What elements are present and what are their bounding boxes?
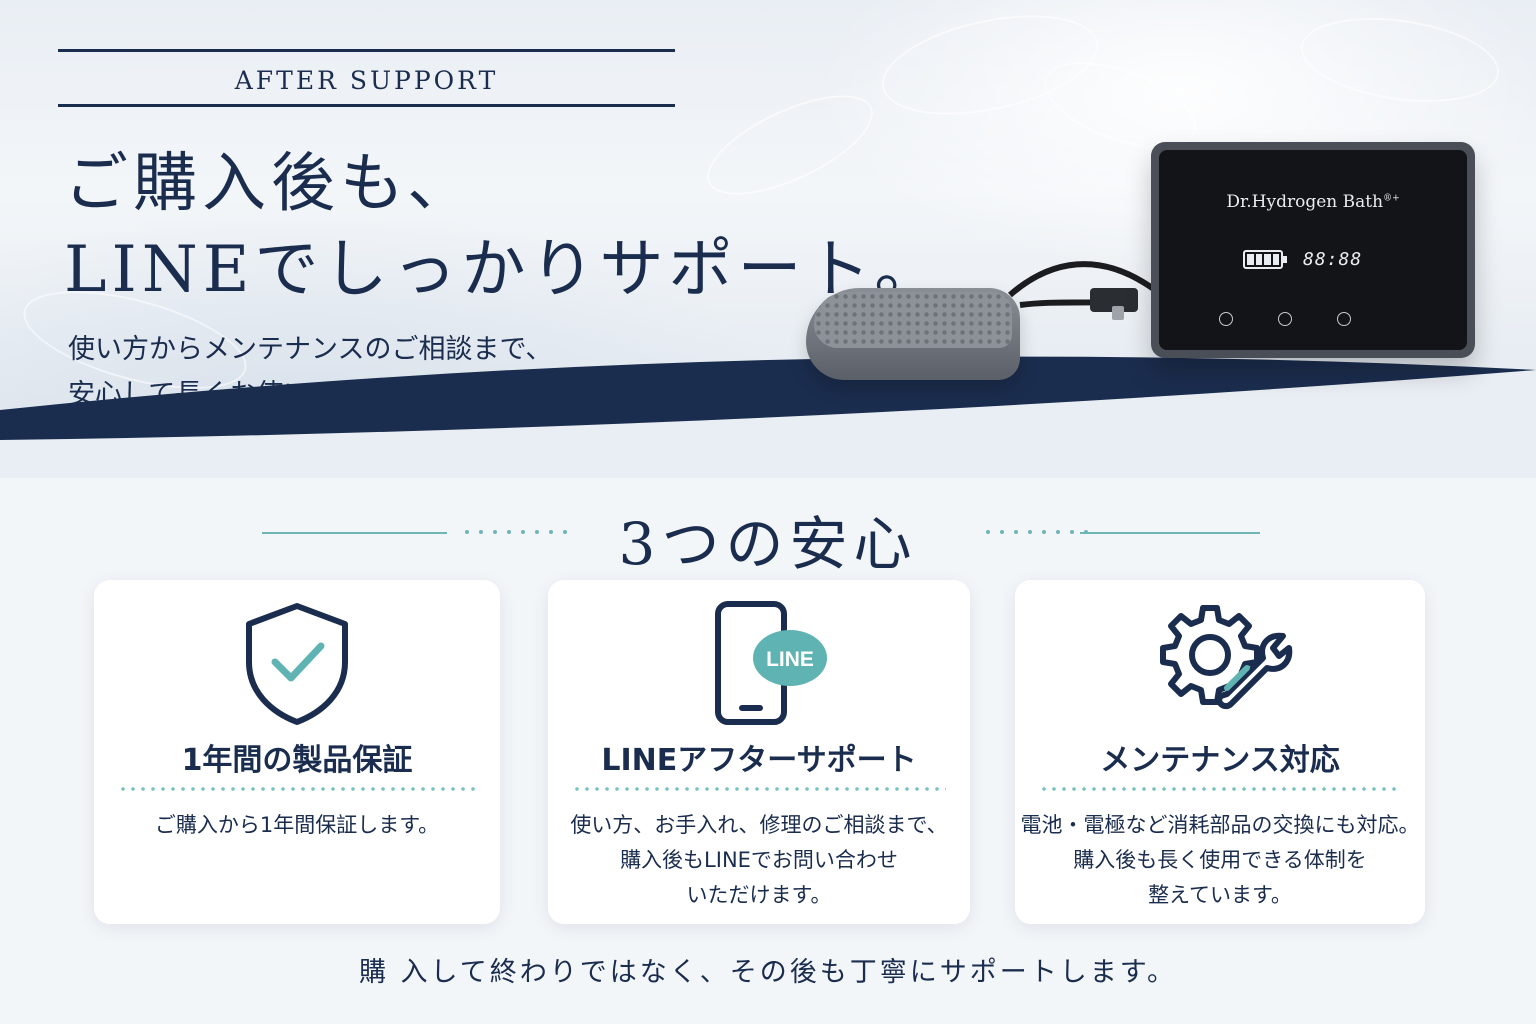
- navy-wave: [0, 356, 1536, 478]
- line-badge-text: LINE: [766, 648, 814, 671]
- hydrogen-bath-device: Dr.Hydrogen Bath®+ 88:88: [1151, 142, 1475, 358]
- card-divider: [118, 787, 476, 791]
- card-body-line: 購入後もLINEでお問い合わせ: [620, 848, 898, 872]
- power-button-icon: [1219, 312, 1233, 326]
- eyebrow-rule-top: [58, 49, 675, 52]
- title-deco-line-right: [1080, 532, 1260, 534]
- device-brand: Dr.Hydrogen Bath®+: [1159, 192, 1467, 212]
- section-title: 3つの安心: [618, 510, 918, 578]
- lead-line-2: 安心して長くお使いいただける体制を整えています。: [68, 379, 712, 410]
- card-body-line: 電池・電極など消耗部品の交換にも対応。: [1020, 813, 1420, 837]
- lock-button-icon: [1337, 312, 1351, 326]
- card-body: 電池・電極など消耗部品の交換にも対応。 購入後も長く使用できる体制を 整えていま…: [1015, 808, 1425, 913]
- footer-message: 購 入して終わりではなく、その後も丁寧にサポートします。: [358, 957, 1178, 988]
- hero-section: AFTER SUPPORT ご購入後も、 LINEでしっかりサポート。 使い方か…: [0, 0, 1536, 478]
- gear-wrench-icon: [1160, 605, 1293, 710]
- card-title: 1年間の製品保証: [181, 743, 413, 778]
- card-line-support: LINE LINEアフターサポート 使い方、お手入れ、修理のご相談まで、 購入後…: [548, 580, 970, 924]
- card-warranty: 1年間の製品保証 ご購入から1年間保証します。: [94, 580, 500, 924]
- card-body-line: 購入後も長く使用できる体制を: [1073, 848, 1367, 872]
- card-body: ご購入から1年間保証します。: [94, 808, 500, 843]
- card-title: LINEアフターサポート: [601, 743, 917, 778]
- device-screen: Dr.Hydrogen Bath®+ 88:88: [1159, 150, 1467, 350]
- water-caustic: [693, 75, 887, 215]
- headline-line-1: ご購入後も、: [64, 147, 477, 221]
- foot-pad-electrode: [806, 288, 1020, 380]
- card-divider: [1039, 787, 1401, 791]
- device-brand-text: Dr.Hydrogen Bath: [1226, 192, 1384, 212]
- card-body-line: 整えています。: [1148, 883, 1292, 907]
- foot-pad-surface: [814, 292, 1012, 348]
- eyebrow-rule-bottom: [58, 104, 675, 107]
- card-body-line: ご購入から1年間保証します。: [154, 813, 440, 837]
- device-brand-mark: ®+: [1383, 193, 1400, 204]
- headline-line-2: LINEでしっかりサポート。: [64, 233, 944, 307]
- power-cable: [1008, 261, 1157, 320]
- title-deco-dots-right: [986, 530, 1088, 534]
- mode-button-icon: [1278, 312, 1292, 326]
- card-body: 使い方、お手入れ、修理のご相談まで、 購入後もLINEでお問い合わせ いただけま…: [548, 808, 970, 913]
- title-deco-dots-left: [465, 530, 567, 534]
- eyebrow-label: AFTER SUPPORT: [234, 66, 499, 95]
- title-deco-line-left: [262, 532, 447, 534]
- lead-line-1: 使い方からメンテナンスのご相談まで、: [68, 334, 553, 365]
- card-body-line: いただけます。: [686, 883, 832, 907]
- card-title: メンテナンス対応: [1100, 743, 1340, 778]
- shield-check-icon: [246, 603, 348, 725]
- device-timer: 88:88: [1303, 249, 1363, 270]
- card-maintenance: メンテナンス対応 電池・電極など消耗部品の交換にも対応。 購入後も長く使用できる…: [1015, 580, 1425, 924]
- battery-icon: [1243, 250, 1287, 269]
- card-body-line: 使い方、お手入れ、修理のご相談まで、: [570, 813, 948, 837]
- water-caustic: [1295, 6, 1505, 114]
- smartphone-line-icon: LINE: [715, 601, 827, 725]
- card-divider: [572, 787, 946, 791]
